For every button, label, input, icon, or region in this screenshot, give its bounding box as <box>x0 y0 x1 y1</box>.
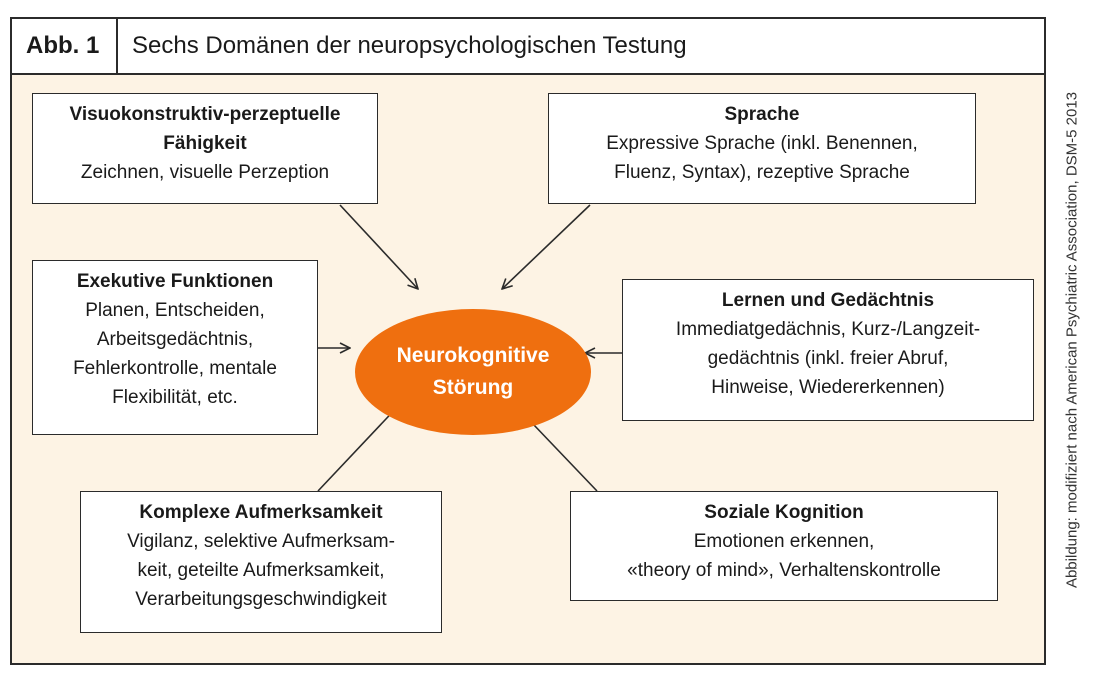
domain-text: Planen, Entscheiden, <box>85 300 265 321</box>
domain-title: Visuokonstruktiv-perzeptuelle <box>69 104 341 125</box>
domain-title: Sprache <box>724 104 800 125</box>
domain-text: Verarbeitungsgeschwindigkeit <box>135 589 387 610</box>
arrow-aufmerksamkeit <box>317 402 402 492</box>
figure-title: Sechs Domänen der neuropsychologischen T… <box>132 32 687 59</box>
domain-text: Expressive Sprache (inkl. Benennen, <box>606 133 918 154</box>
domain-text: Fehlerkontrolle, mentale <box>73 358 277 379</box>
domain-text: Vigilanz, selektive Aufmerksam- <box>127 531 395 552</box>
domain-text: gedächtnis (inkl. freier Abruf, <box>707 348 949 369</box>
domain-title: Lernen und Gedächtnis <box>721 290 935 311</box>
domain-box-sozial: Soziale Kognition Emotionen erkennen, «t… <box>570 491 998 601</box>
figure-credit: Abbildung: modifiziert nach American Psy… <box>1063 91 1081 589</box>
arrow-sprache <box>502 204 591 289</box>
domain-text: Emotionen erkennen, <box>693 531 875 552</box>
domain-box-visuo: Visuokonstruktiv-perzeptuelle Fähigkeit … <box>32 93 378 204</box>
center-label-line: Störung <box>432 376 514 399</box>
domain-text: Hinweise, Wiedererkennen) <box>711 377 945 398</box>
domain-box-exekutiv: Exekutive Funktionen Planen, Entscheiden… <box>32 260 318 435</box>
domain-title: Fähigkeit <box>163 133 247 154</box>
domain-text: Immediatgedächnis, Kurz-/Langzeit- <box>675 319 981 340</box>
figure-header: Abb. 1 Sechs Domänen der neuropsychologi… <box>12 19 1044 75</box>
domain-title: Komplexe Aufmerksamkeit <box>139 502 383 523</box>
domain-title: Soziale Kognition <box>704 502 864 523</box>
figure-label: Abb. 1 <box>12 19 118 73</box>
domain-text: Fluenz, Syntax), rezeptive Sprache <box>614 162 910 183</box>
domain-text: Arbeitsgedächtnis, <box>96 329 254 350</box>
domain-text: Flexibilität, etc. <box>112 387 238 408</box>
domain-text: keit, geteilte Aufmerksamkeit, <box>137 560 385 581</box>
arrow-visuo <box>339 204 418 289</box>
figure-panel: Abb. 1 Sechs Domänen der neuropsychologi… <box>10 17 1046 665</box>
domain-box-lernen: Lernen und Gedächtnis Immediatgedächnis,… <box>622 279 1034 421</box>
domain-box-aufmerksamkeit: Komplexe Aufmerksamkeit Vigilanz, selekt… <box>80 491 442 633</box>
center-node-neurokognitive-stoerung: Neurokognitive Störung <box>355 309 591 435</box>
domain-text: «theory of mind», Verhaltenskontrolle <box>627 560 941 581</box>
center-label-line: Neurokognitive <box>396 344 550 367</box>
domain-title: Exekutive Funktionen <box>76 271 274 292</box>
domain-box-sprache: Sprache Expressive Sprache (inkl. Benenn… <box>548 93 976 204</box>
domain-text: Zeichnen, visuelle Perzeption <box>80 162 330 183</box>
